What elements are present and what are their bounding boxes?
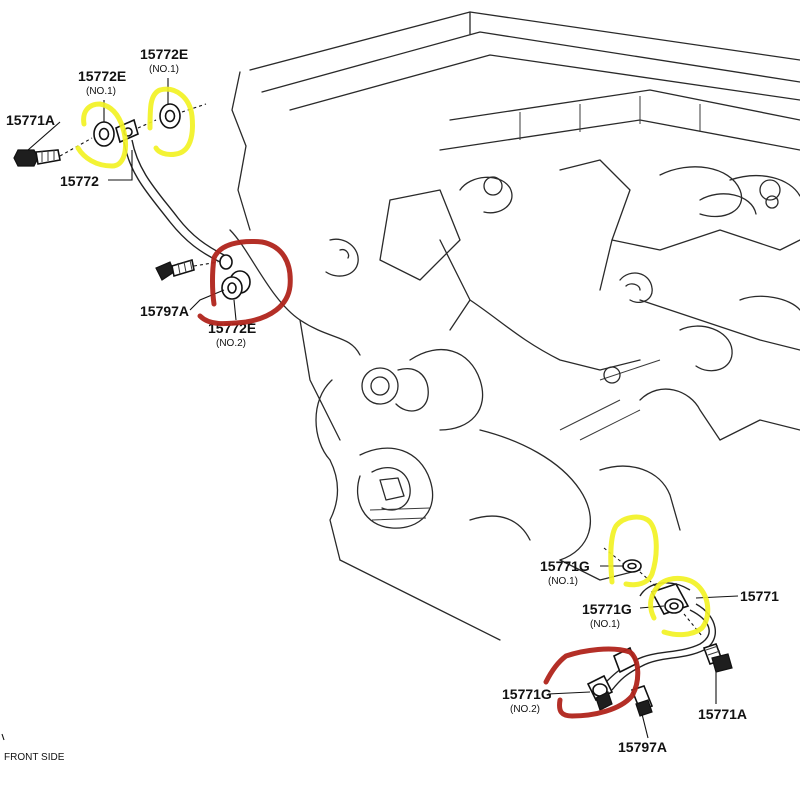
- gasket-washer-icon: [664, 598, 684, 614]
- gasket-washer-icon: [622, 559, 642, 573]
- union-bolt-icon: [702, 642, 733, 673]
- part-label-15771g: 15771G: [582, 601, 632, 617]
- bolt-icon: [155, 258, 195, 281]
- part-sublabel: (NO.1): [548, 576, 578, 587]
- leader-lines: [27, 78, 739, 739]
- part-label-15771g: 15771G: [540, 558, 590, 574]
- part-label-15771: 15771: [740, 588, 779, 604]
- part-label-15772e: 15772E: [78, 68, 126, 84]
- red-highlight-loop: [197, 239, 293, 327]
- front-side-label: FRONT SIDE: [4, 752, 65, 763]
- part-label-15771a: 15771A: [698, 706, 747, 722]
- lower-oil-line-assembly: [586, 547, 733, 717]
- part-label-15772e: 15772E: [140, 46, 188, 62]
- engine-block-drawing: [229, 11, 800, 641]
- part-labels: 15771A 15772E (NO.1) 15772E (NO.1) 15772…: [4, 46, 779, 763]
- part-label-15771a: 15771A: [6, 112, 55, 128]
- part-label-15771g: 15771G: [502, 686, 552, 702]
- part-sublabel: (NO.1): [590, 619, 620, 630]
- gasket-washer-icon: [586, 646, 638, 711]
- union-bolt-icon: [13, 149, 61, 167]
- red-highlight-loop: [543, 646, 641, 719]
- part-label-15797a: 15797A: [618, 739, 667, 755]
- yellow-highlight-loop: [608, 514, 659, 588]
- part-sublabel: (NO.1): [86, 86, 116, 97]
- corner-mark: [1, 733, 5, 741]
- oil-pipe-icon: [123, 139, 227, 263]
- part-sublabel: (NO.2): [510, 704, 540, 715]
- gasket-washer-icon: [93, 121, 115, 147]
- gasket-washer-icon: [219, 254, 251, 300]
- part-sublabel: (NO.1): [149, 64, 179, 75]
- markup-highlights: [75, 86, 711, 719]
- part-label-15797a: 15797A: [140, 303, 189, 319]
- yellow-highlight-loop: [75, 101, 128, 169]
- gasket-washer-icon: [159, 103, 181, 129]
- upper-oil-line-assembly: [13, 103, 251, 300]
- bolt-icon: [630, 685, 654, 717]
- part-label-15772: 15772: [60, 173, 99, 189]
- yellow-highlight-loop: [147, 86, 195, 157]
- part-sublabel: (NO.2): [216, 338, 246, 349]
- yellow-highlight-loop: [648, 576, 711, 638]
